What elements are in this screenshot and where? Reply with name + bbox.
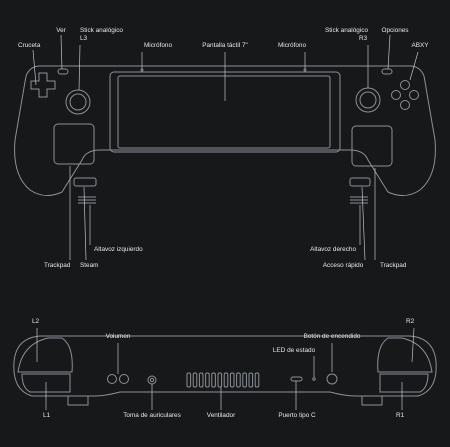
headphone-jack-hole bbox=[149, 377, 155, 383]
power-button bbox=[326, 373, 338, 385]
label-fan: Ventilador bbox=[206, 412, 236, 419]
right-mic-hole bbox=[303, 68, 307, 72]
front-view-device bbox=[14, 65, 436, 204]
touchscreen bbox=[117, 75, 331, 149]
volume-up-button bbox=[119, 374, 129, 384]
left-foot bbox=[67, 396, 89, 406]
label-view: Ver bbox=[56, 27, 66, 34]
label-quick-access: Acceso rápido bbox=[322, 262, 364, 269]
l2-trigger-shape bbox=[17, 337, 73, 373]
left-stick-ring bbox=[65, 89, 91, 115]
button-y bbox=[400, 80, 410, 90]
label-dpad: Cruceta bbox=[18, 42, 41, 49]
left-mic-hole bbox=[140, 68, 144, 72]
label-left-trackpad: Trackpad bbox=[44, 262, 71, 269]
left-trackpad-shape bbox=[53, 123, 95, 165]
button-x bbox=[391, 90, 401, 100]
label-r3: R3 bbox=[359, 35, 368, 42]
label-touchscreen: Pantalla táctil 7" bbox=[202, 42, 248, 49]
label-right-trackpad: Trackpad bbox=[380, 262, 407, 269]
left-stick-cap bbox=[69, 93, 87, 111]
fan-slot bbox=[236, 372, 241, 388]
right-stick-cap bbox=[359, 91, 377, 109]
label-mic-left: Micrófono bbox=[143, 42, 173, 49]
fan-slot bbox=[192, 372, 198, 388]
label-left-stick: Stick analógico bbox=[80, 27, 123, 34]
fan-slot bbox=[217, 372, 223, 388]
label-l3: L3 bbox=[80, 35, 88, 42]
front-leader-lines bbox=[32, 34, 419, 261]
headphone-jack-ring bbox=[147, 375, 157, 385]
label-mic-right: Micrófono bbox=[277, 42, 307, 49]
fan-slot bbox=[242, 372, 247, 388]
fan-slot bbox=[186, 372, 192, 388]
label-options: Opciones bbox=[381, 27, 409, 34]
dpad-icon bbox=[30, 72, 56, 98]
button-b bbox=[409, 90, 419, 100]
label-usb-c: Puerto tipo C bbox=[278, 412, 316, 419]
volume-down-button bbox=[107, 374, 117, 384]
label-headphone-jack: Toma de auriculares bbox=[123, 412, 181, 419]
top-view-device bbox=[13, 335, 437, 406]
label-power: Botón de encendido bbox=[303, 333, 361, 340]
steam-button-shape bbox=[73, 177, 97, 187]
fan-slot bbox=[248, 372, 254, 388]
label-r1: R1 bbox=[396, 412, 405, 419]
view-button-shape bbox=[57, 68, 69, 75]
label-volume: Volumen bbox=[105, 333, 131, 340]
top-leader-lines bbox=[36, 327, 415, 410]
label-status-led: LED de estado bbox=[272, 347, 316, 354]
r2-trigger-shape bbox=[377, 337, 433, 373]
l1-bumper-shape bbox=[21, 373, 71, 393]
top-body-outline bbox=[13, 335, 437, 397]
label-r2: R2 bbox=[406, 318, 415, 325]
fan-grille bbox=[186, 372, 260, 388]
r1-bumper-shape bbox=[379, 373, 429, 393]
usb-c-port bbox=[290, 376, 303, 382]
fan-slot bbox=[229, 372, 235, 388]
fan-slot bbox=[205, 372, 210, 388]
label-steam: Steam bbox=[80, 262, 99, 269]
fan-slot bbox=[254, 372, 260, 388]
label-abxy: ABXY bbox=[411, 42, 429, 49]
fan-slot bbox=[211, 372, 216, 388]
label-l1: L1 bbox=[43, 412, 51, 419]
fan-slot bbox=[223, 372, 229, 388]
status-led bbox=[312, 377, 316, 381]
right-foot bbox=[361, 396, 383, 406]
label-left-speaker: Altavoz izquierdo bbox=[94, 246, 143, 253]
right-trackpad-shape bbox=[351, 125, 393, 167]
fan-slot bbox=[198, 372, 204, 388]
device-body-outline bbox=[14, 65, 436, 196]
label-l2: L2 bbox=[32, 318, 40, 325]
quick-access-button-shape bbox=[349, 177, 371, 187]
label-right-speaker: Altavoz derecho bbox=[310, 246, 356, 253]
label-right-stick: Stick analógico bbox=[325, 27, 368, 34]
options-button-shape bbox=[381, 68, 393, 75]
button-a bbox=[400, 100, 410, 110]
